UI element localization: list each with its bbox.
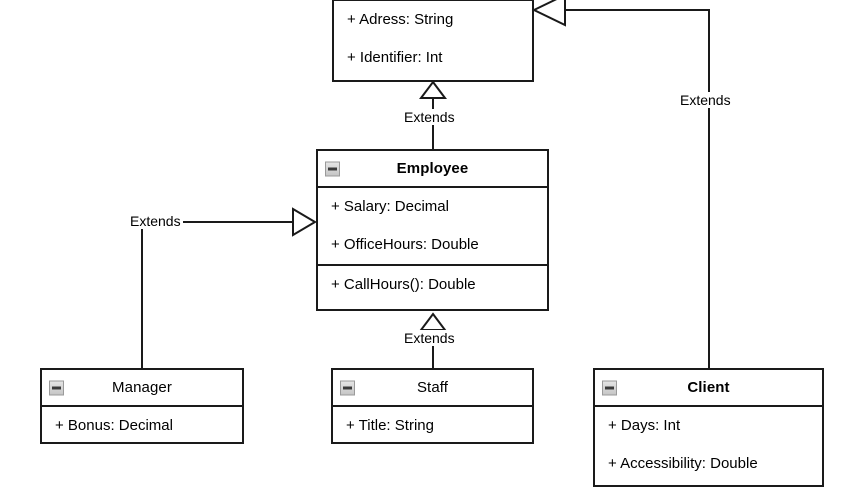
class-header-manager[interactable]: Manager bbox=[42, 370, 242, 407]
class-header-client[interactable]: Client bbox=[595, 370, 822, 407]
attribute-row: + OfficeHours: Double bbox=[331, 236, 479, 253]
attributes-section-manager: + Bonus: Decimal bbox=[42, 407, 242, 445]
collapse-minus-icon[interactable] bbox=[602, 380, 617, 395]
hollow-triangle-right-icon-manager bbox=[292, 207, 317, 237]
connector-client-person-horizontal bbox=[566, 9, 710, 11]
connector-manager-employee-vertical bbox=[141, 222, 143, 369]
class-header-employee[interactable]: Employee bbox=[318, 151, 547, 188]
operation-row: + CallHours(): Double bbox=[331, 276, 476, 293]
class-header-person[interactable] bbox=[334, 0, 532, 1]
connector-manager-employee-horizontal bbox=[141, 221, 292, 223]
attribute-row: + Salary: Decimal bbox=[331, 198, 449, 215]
relation-label-manager-employee: Extends bbox=[128, 213, 183, 229]
class-box-manager[interactable]: Manager + Bonus: Decimal bbox=[40, 368, 244, 444]
attributes-section-employee: + Salary: Decimal + OfficeHours: Double bbox=[318, 188, 547, 264]
hollow-triangle-left-icon-client bbox=[531, 0, 566, 27]
collapse-minus-icon[interactable] bbox=[325, 161, 340, 176]
class-name-employee: Employee bbox=[396, 160, 469, 177]
class-name-manager: Manager bbox=[112, 379, 172, 396]
attribute-row: + Days: Int bbox=[608, 417, 681, 434]
class-name-client: Client bbox=[687, 379, 730, 396]
attribute-row: + Adress: String bbox=[347, 11, 454, 28]
class-box-person[interactable]: + Adress: String + Identifier: Int bbox=[332, 0, 534, 82]
attributes-section-person: + Adress: String + Identifier: Int bbox=[334, 1, 532, 77]
class-name-staff: Staff bbox=[416, 379, 449, 396]
class-box-employee[interactable]: Employee + Salary: Decimal + OfficeHours… bbox=[316, 149, 549, 311]
collapse-minus-icon[interactable] bbox=[49, 380, 64, 395]
relation-label-employee-person: Extends bbox=[402, 109, 457, 125]
attributes-section-staff: + Title: String bbox=[333, 407, 532, 445]
class-header-staff[interactable]: Staff bbox=[333, 370, 532, 407]
attribute-row: + Identifier: Int bbox=[347, 49, 443, 66]
collapse-minus-icon[interactable] bbox=[340, 380, 355, 395]
operations-section-employee: + CallHours(): Double bbox=[318, 264, 547, 304]
relation-label-client-person: Extends bbox=[678, 92, 733, 108]
class-box-staff[interactable]: Staff + Title: String bbox=[331, 368, 534, 444]
attribute-row: + Accessibility: Double bbox=[608, 455, 758, 472]
relation-label-staff-employee: Extends bbox=[402, 330, 457, 346]
hollow-triangle-up-icon-staff bbox=[419, 312, 447, 331]
connector-client-person-vertical bbox=[708, 9, 710, 369]
attribute-row: + Bonus: Decimal bbox=[55, 417, 173, 434]
hollow-triangle-up-icon-employee bbox=[419, 80, 447, 99]
attributes-section-client: + Days: Int + Accessibility: Double bbox=[595, 407, 822, 483]
class-box-client[interactable]: Client + Days: Int + Accessibility: Doub… bbox=[593, 368, 824, 487]
connector-staff-employee bbox=[432, 326, 434, 369]
attribute-row: + Title: String bbox=[346, 417, 434, 434]
